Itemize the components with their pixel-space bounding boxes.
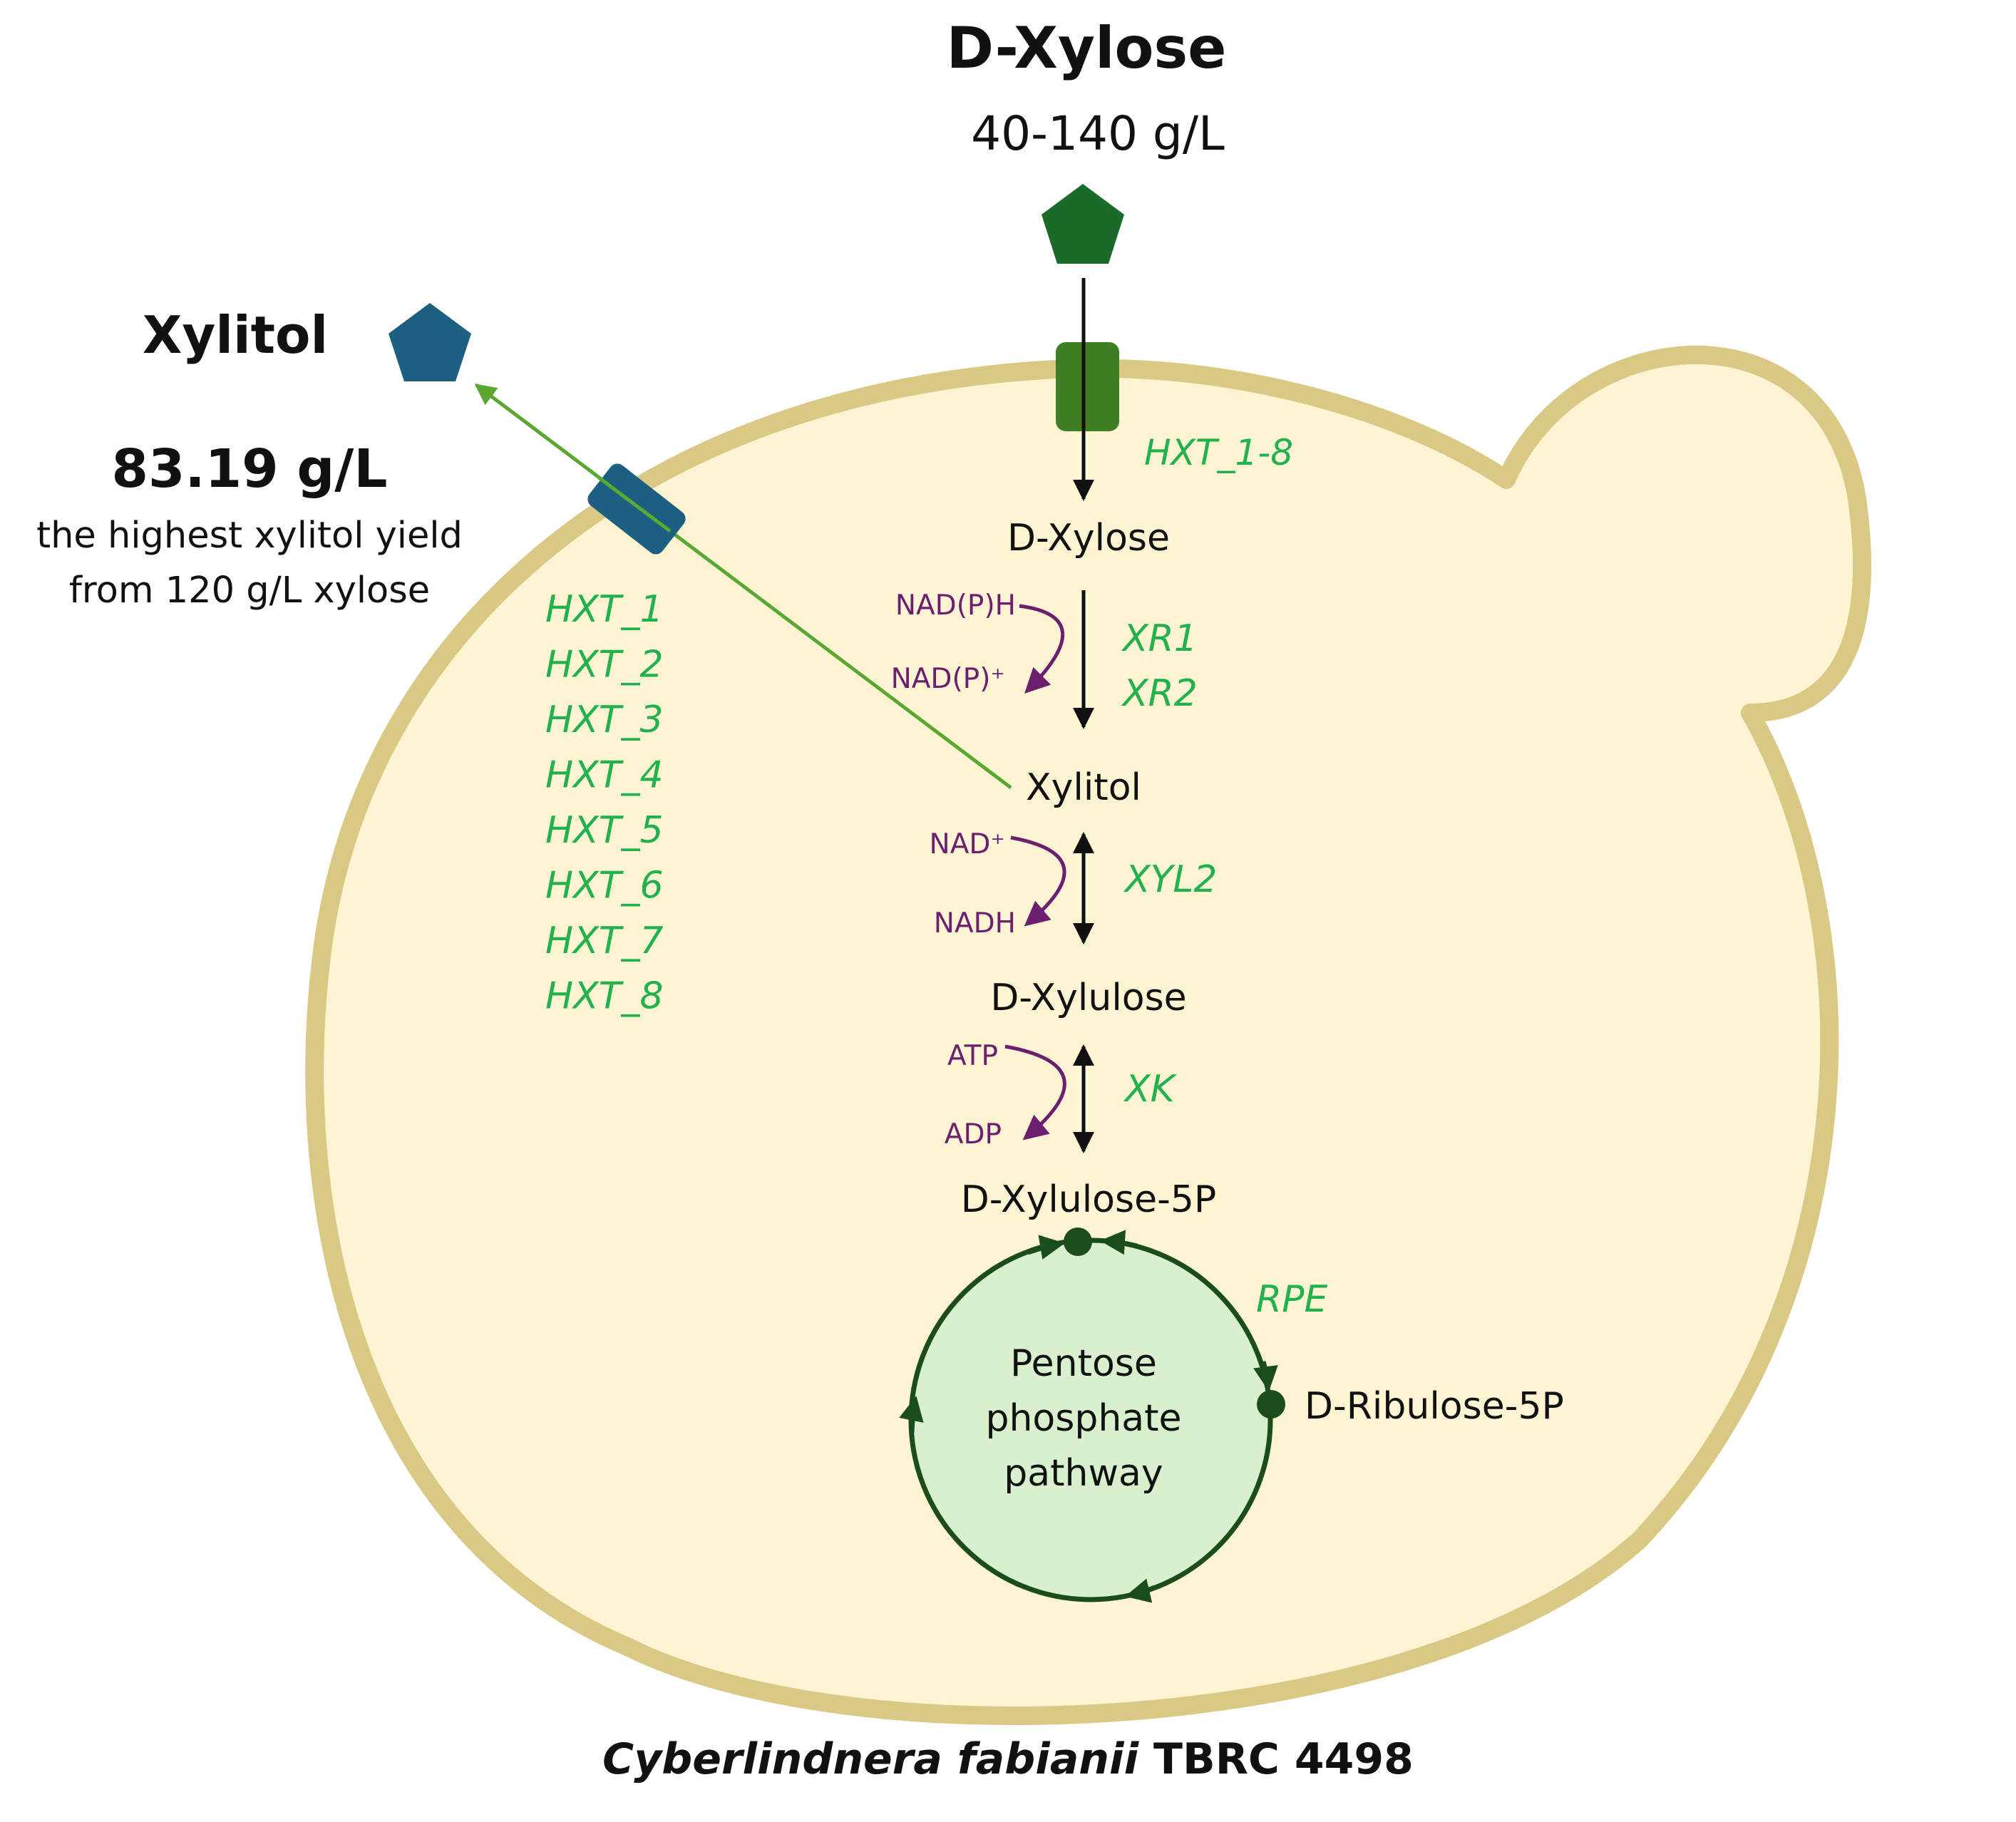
uptake-transporter [1056, 342, 1119, 431]
organism-caption: Cyberlindnera fabianii TBRC 4498 [602, 1734, 1414, 1784]
ppp-label-line3: pathway [1004, 1452, 1163, 1495]
metabolite-xylitol: Xylitol [1026, 766, 1141, 809]
metabolite-xylulose: D-Xylulose [990, 977, 1186, 1019]
atp-curve-arrow [1004, 1044, 1066, 1141]
export-gene-label: HXT_5 [545, 809, 664, 852]
substrate-concentration: 40-140 g/L [971, 106, 1225, 161]
ppp-arrow-top-left [1027, 1235, 1065, 1260]
metabolic-pathway: D-Xylose NAD(P)H NAD(P)⁺ XR1 XR2 Xylitol… [891, 517, 1218, 1221]
cell-membrane [305, 345, 1872, 1725]
organism-name: Cyberlindnera fabianii [602, 1734, 1139, 1784]
metabolite-ribulose-5p: D-Ribulose-5P [1305, 1385, 1564, 1428]
export-gene-label: HXT_3 [545, 699, 664, 741]
gene-xr1: XR1 [1121, 617, 1198, 660]
organism-strain: TBRC 4498 [1138, 1734, 1414, 1784]
ppp-arrow-left [899, 1396, 924, 1434]
pentose-phosphate-cycle: RPE D-Ribulose-5P Pentose phosphate path… [899, 1227, 1564, 1603]
nad-curve-arrow [1010, 835, 1066, 927]
product-group: Xylitol 83.19 g/L the highest xylitol yi… [36, 303, 471, 612]
nadph-curve-arrow [1019, 604, 1065, 694]
gene-xyl2: XYL2 [1123, 858, 1217, 901]
export-gene-label: HXT_8 [545, 975, 664, 1018]
xylose-pentagon-marker [1042, 184, 1124, 264]
ppp-label-line2: phosphate [985, 1397, 1181, 1440]
cofactor-nadp: NAD(P)⁺ [891, 663, 1005, 695]
ppp-arrow-bottom [1125, 1578, 1156, 1603]
product-titer: 83.19 g/L [112, 438, 388, 500]
export-gene-label: HXT_1 [545, 588, 664, 631]
xylitol-pentagon-marker [389, 303, 471, 381]
cofactor-nadph: NAD(P)H [895, 590, 1016, 622]
xylulose-5p-node [1064, 1227, 1092, 1256]
cofactor-atp: ATP [947, 1040, 998, 1072]
gene-xr2: XR2 [1121, 672, 1198, 715]
product-note-line1: the highest xylitol yield [36, 515, 463, 557]
export-arrow-overlay [597, 476, 672, 532]
ppp-arrow-right [1253, 1361, 1278, 1391]
cofactor-nadh: NADH [934, 907, 1016, 940]
export-gene-label: HXT_2 [545, 644, 664, 686]
export-gene-label: HXT_4 [545, 754, 664, 797]
metabolite-xylulose-5p: D-Xylulose-5P [961, 1178, 1217, 1221]
uptake-transporter-group: HXT_1-8 [1056, 278, 1293, 501]
metabolite-xylose: D-Xylose [1007, 517, 1170, 560]
export-gene-label: HXT_6 [545, 865, 664, 907]
substrate-name: D-Xylose [947, 15, 1227, 81]
cofactor-adp: ADP [945, 1118, 1002, 1151]
product-name: Xylitol [143, 305, 328, 365]
cofactor-nad: NAD⁺ [930, 828, 1005, 860]
substrate-group: D-Xylose 40-140 g/L [947, 15, 1227, 264]
export-gene-label: HXT_7 [545, 920, 664, 962]
yeast-cell [305, 345, 1872, 1725]
ribulose-5p-node [1257, 1390, 1285, 1419]
product-note-line2: from 120 g/L xylose [69, 570, 430, 612]
ppp-arrow-top-right [1100, 1230, 1138, 1255]
gene-rpe: RPE [1256, 1278, 1327, 1321]
export-arrow [474, 384, 1012, 789]
ppp-label-line1: Pentose [1010, 1342, 1157, 1385]
gene-xk: XK [1123, 1068, 1178, 1111]
uptake-gene-label: HXT_1-8 [1144, 432, 1293, 473]
